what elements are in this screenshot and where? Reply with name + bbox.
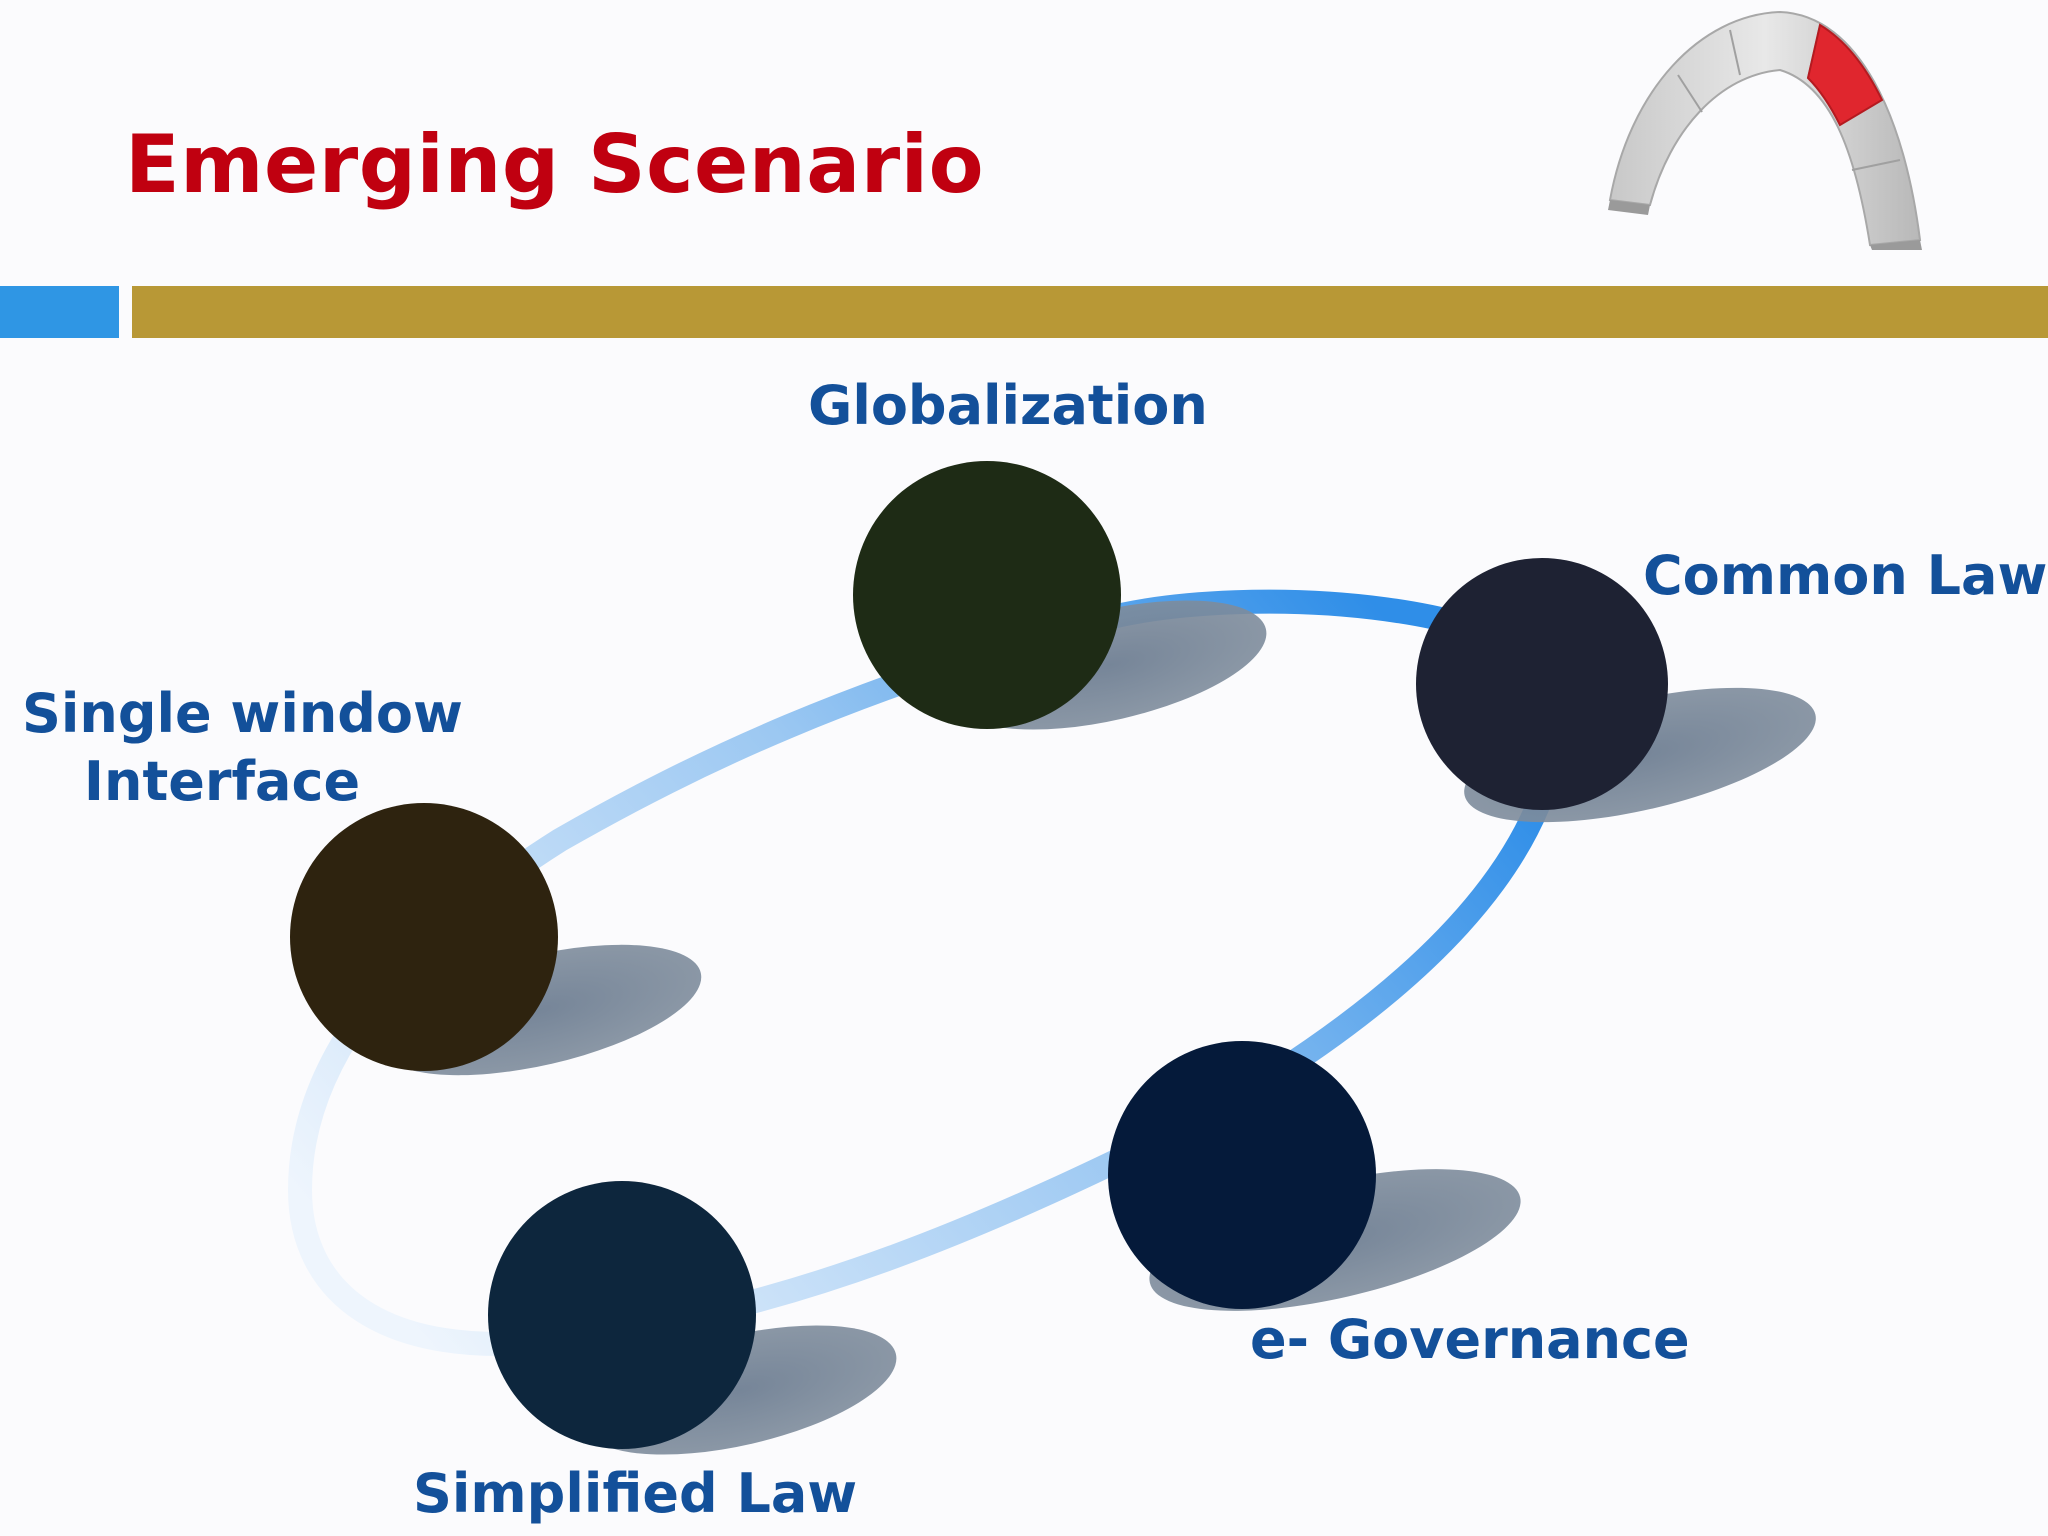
label-single-window: Single window Interface xyxy=(22,680,463,816)
node-single-window xyxy=(290,803,558,1071)
node-simplified-law xyxy=(488,1181,756,1449)
header-bar xyxy=(132,286,2048,338)
stone-arch-icon xyxy=(1608,10,1922,250)
label-single-window-line2: Interface xyxy=(83,750,361,813)
label-single-window-line1: Single window xyxy=(22,682,463,745)
label-common-law: Common Law xyxy=(1643,544,2048,607)
node-globalization xyxy=(853,461,1121,729)
label-globalization: Globalization xyxy=(808,374,1208,437)
header-bar-accent xyxy=(0,286,119,338)
slide-title: Emerging Scenario xyxy=(125,118,985,211)
node-e-governance xyxy=(1108,1041,1376,1309)
node-common-law xyxy=(1416,558,1668,810)
label-simplified-law: Simplified Law xyxy=(413,1462,858,1525)
label-e-governance: e- Governance xyxy=(1250,1308,1690,1371)
